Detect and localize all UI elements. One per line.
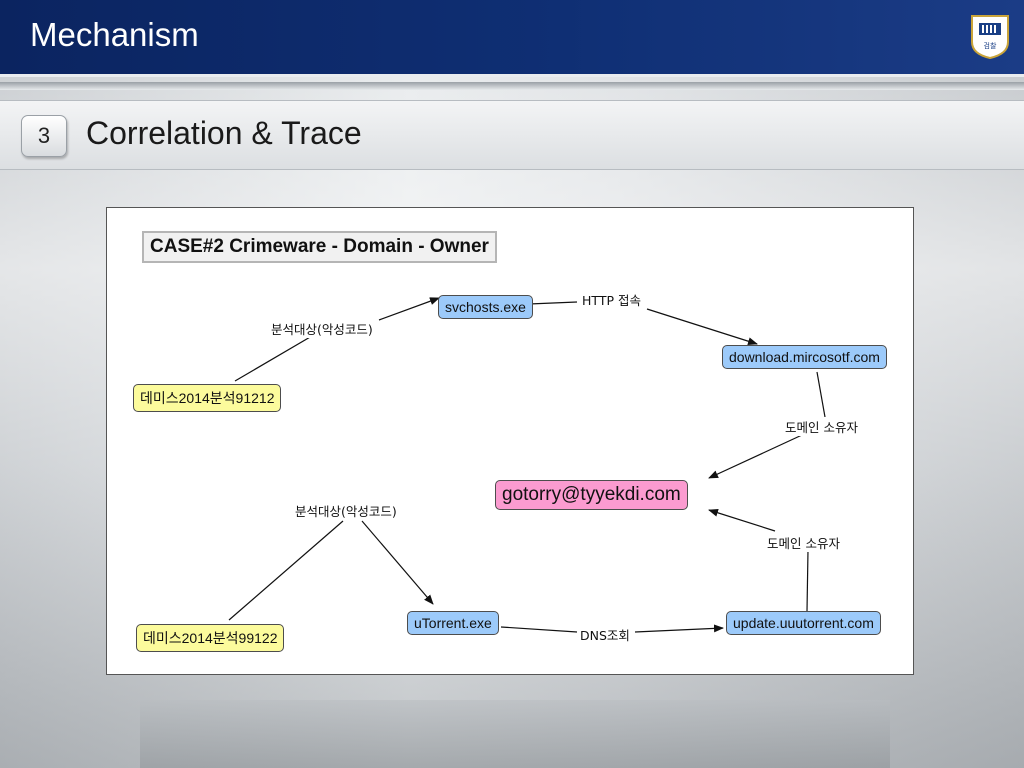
edge-label-owner-top: 도메인 소유자 [785, 417, 858, 436]
edge-svchosts-to-http-label [528, 301, 578, 305]
case-title: CASE#2 Crimeware - Domain - Owner [142, 231, 497, 263]
node-email[interactable]: gotorry@tyyekdi.com [495, 480, 688, 510]
node-sample-91212[interactable]: 데미스2014분석91212 [133, 384, 282, 412]
edge-owner-label-to-email-bottom [708, 508, 776, 532]
node-utorrent[interactable]: uTorrent.exe [407, 611, 499, 635]
edge-analysis-label-to-utorrent [361, 520, 434, 605]
edge-sample2-to-analysis-label [228, 520, 344, 621]
logo-text: 검찰 [984, 41, 997, 50]
edge-label-dns-query: DNS조회 [580, 625, 630, 644]
edge-dns-label-to-update [634, 624, 724, 633]
header-bar: Mechanism 검찰 [0, 0, 1024, 77]
emblem-logo: 검찰 [971, 15, 1009, 60]
diagram-panel: CASE#2 Crimeware - Domain - Owner svchos… [106, 207, 914, 675]
node-download-domain[interactable]: download.mircosotf.com [722, 345, 887, 369]
edge-utorrent-to-dns-label [500, 626, 578, 633]
edge-label-analysis-bottom: 분석대상(악성코드) [295, 501, 397, 520]
node-sample-99122[interactable]: 데미스2014분석99122 [136, 624, 285, 652]
diagram-edges [228, 297, 826, 633]
edge-label-owner-bottom: 도메인 소유자 [767, 533, 840, 552]
node-svchosts[interactable]: svchosts.exe [438, 295, 533, 319]
section-number: 3 [21, 115, 67, 157]
edge-sample-to-analysis-label [234, 332, 318, 382]
node-update-domain[interactable]: update.uuutorrent.com [726, 611, 881, 635]
edge-download-to-owner-label [816, 371, 826, 418]
section-title: Correlation & Trace [86, 115, 362, 151]
edge-http-label-to-download [646, 308, 758, 346]
background-building [140, 700, 890, 768]
edge-owner-label-to-email [708, 434, 803, 479]
edge-analysis-label-to-svchosts [378, 297, 440, 321]
divider-stripe [0, 82, 1024, 90]
edge-label-analysis-top: 분석대상(악성코드) [271, 319, 373, 338]
edge-update-to-owner-label [806, 549, 809, 612]
edge-label-http-access: HTTP 접속 [582, 290, 641, 309]
header-title: Mechanism [30, 16, 199, 53]
section-bar: 3 Correlation & Trace [0, 100, 1024, 170]
